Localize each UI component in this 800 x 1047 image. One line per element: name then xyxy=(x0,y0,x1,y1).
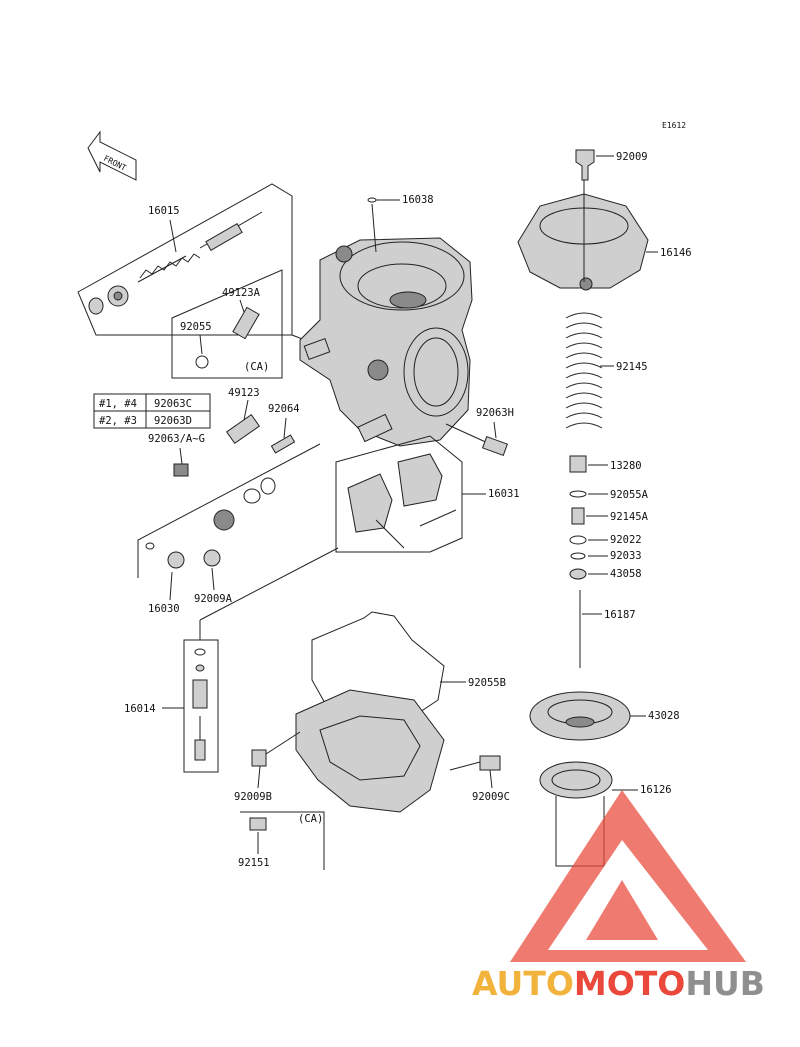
label-92022: 92022 xyxy=(610,534,642,546)
choke-plunger-group xyxy=(77,183,319,346)
label-92009C: 92009C xyxy=(472,791,510,803)
part-43058 xyxy=(569,568,587,580)
watermark-inner-triangle-icon xyxy=(586,880,658,940)
label-16038: 16038 xyxy=(402,194,434,206)
main-jet-table: #1, #4 92063C #2, #3 92063D xyxy=(93,393,211,429)
label-16014: 16014 xyxy=(124,703,156,715)
watermark-hub: HUB xyxy=(685,964,765,1003)
label-16187: 16187 xyxy=(604,609,636,621)
jet-needle-group xyxy=(137,443,321,578)
part-92055A xyxy=(569,490,587,498)
watermark-text: AUTOMOTOHUB xyxy=(472,964,765,1003)
label-92009: 92009 xyxy=(616,151,648,163)
label-92145: 92145 xyxy=(616,361,648,373)
label-49123A: 49123A xyxy=(222,287,261,299)
label-92009A: 92009A xyxy=(194,593,233,605)
front-arrow: FRONT xyxy=(87,130,137,181)
label-13280: 13280 xyxy=(610,460,642,472)
ca-label-2: (CA) xyxy=(298,813,323,825)
label-43058: 43058 xyxy=(610,568,642,580)
pilot-jet-box xyxy=(183,639,219,773)
label-16015: 16015 xyxy=(148,205,180,217)
part-92145A xyxy=(571,507,585,525)
label-16126: 16126 xyxy=(640,784,672,796)
diaphragm-43028 xyxy=(529,691,631,741)
label-92064: 92064 xyxy=(268,403,300,415)
jet-table-part-2: 92063D xyxy=(154,415,192,427)
automotohub-logo xyxy=(510,790,746,962)
part-92033 xyxy=(570,552,586,560)
label-92055A: 92055A xyxy=(610,489,649,501)
label-16030: 16030 xyxy=(148,603,180,615)
jet-table-cyl-2: #2, #3 xyxy=(99,415,137,427)
label-16031: 16031 xyxy=(488,488,520,500)
label-49123: 49123 xyxy=(228,387,260,399)
float-bowl xyxy=(295,611,445,813)
part-13280 xyxy=(569,455,587,473)
ca-label-1: (CA) xyxy=(244,361,269,373)
jet-table-part-1: 92063C xyxy=(154,398,192,410)
watermark-moto: MOTO xyxy=(574,964,685,1003)
label-92063H: 92063H xyxy=(476,407,514,419)
label-92151: 92151 xyxy=(238,857,270,869)
label-92055: 92055 xyxy=(180,321,212,333)
label-16146: 16146 xyxy=(660,247,692,259)
top-cover-group xyxy=(517,149,649,291)
pilot-screw-ca-group xyxy=(171,269,283,379)
label-92145A: 92145A xyxy=(610,511,649,523)
float-group xyxy=(335,435,463,553)
part-92022 xyxy=(569,535,587,545)
label-43028: 43028 xyxy=(648,710,680,722)
spring-92145 xyxy=(565,312,603,429)
label-92063AG: 92063/A~G xyxy=(148,433,205,445)
label-92033: 92033 xyxy=(610,550,642,562)
label-92009B: 92009B xyxy=(234,791,272,803)
carburetor-body xyxy=(299,237,473,447)
jet-table-cyl-1: #1, #4 xyxy=(99,398,137,410)
label-92055B: 92055B xyxy=(468,677,506,689)
watermark-auto: AUTO xyxy=(472,964,574,1003)
diagram-code: E1612 xyxy=(662,121,686,130)
